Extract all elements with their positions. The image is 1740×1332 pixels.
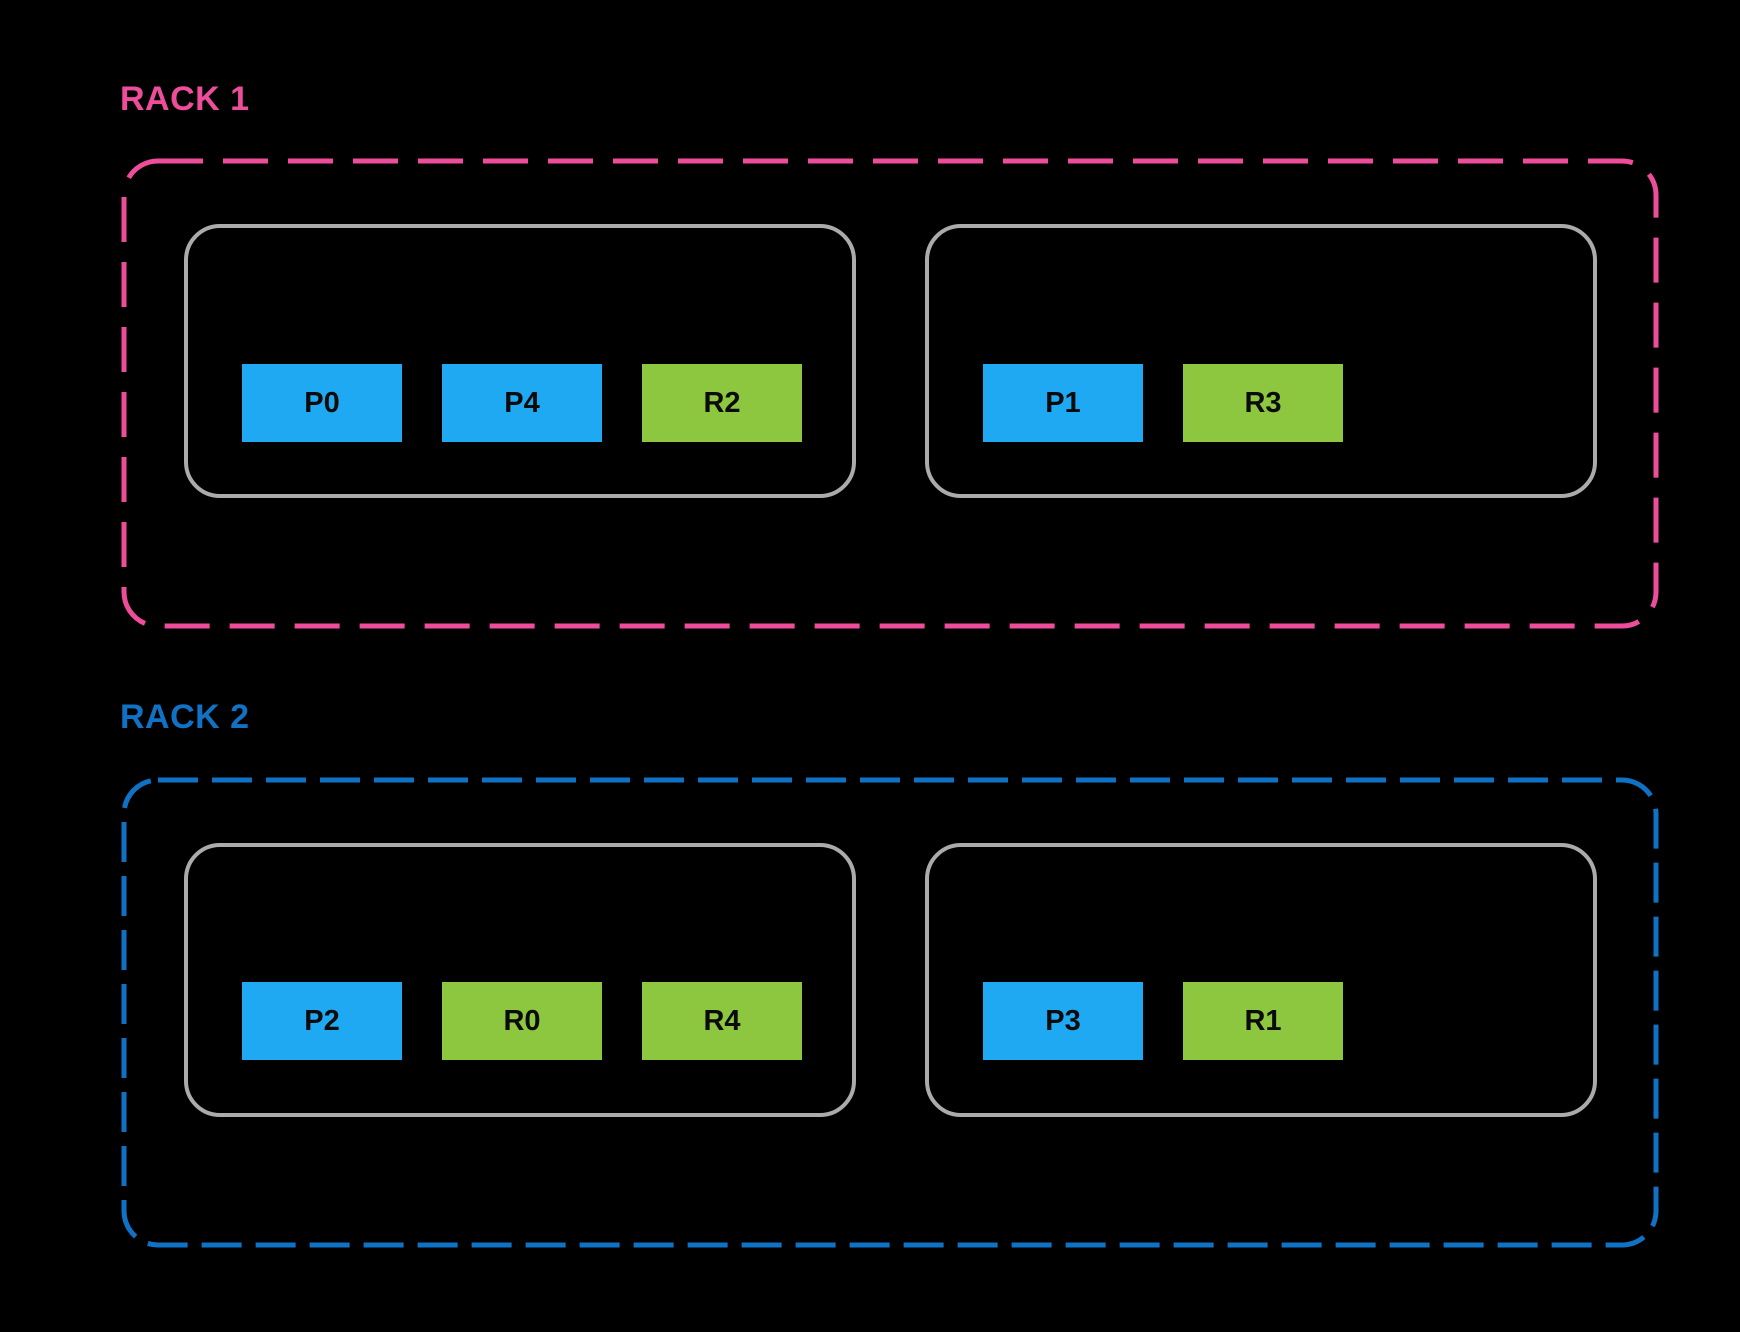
rack-1-node-2: P1 R3 (925, 224, 1597, 498)
shard-r2: R2 (642, 364, 802, 442)
shard-r0: R0 (442, 982, 602, 1060)
shard-p4: P4 (442, 364, 602, 442)
rack-1-node-1: P0 P4 R2 (184, 224, 856, 498)
rack-2-node-1: P2 R0 R4 (184, 843, 856, 1117)
shard-p2: P2 (242, 982, 402, 1060)
rack-2-label: RACK 2 (120, 698, 250, 736)
shard-r4: R4 (642, 982, 802, 1060)
shard-r3: R3 (1183, 364, 1343, 442)
shard-p0: P0 (242, 364, 402, 442)
shard-r1: R1 (1183, 982, 1343, 1060)
rack-1-label: RACK 1 (120, 80, 250, 118)
rack-2-node-2: P3 R1 (925, 843, 1597, 1117)
shard-p3: P3 (983, 982, 1143, 1060)
shard-p1: P1 (983, 364, 1143, 442)
